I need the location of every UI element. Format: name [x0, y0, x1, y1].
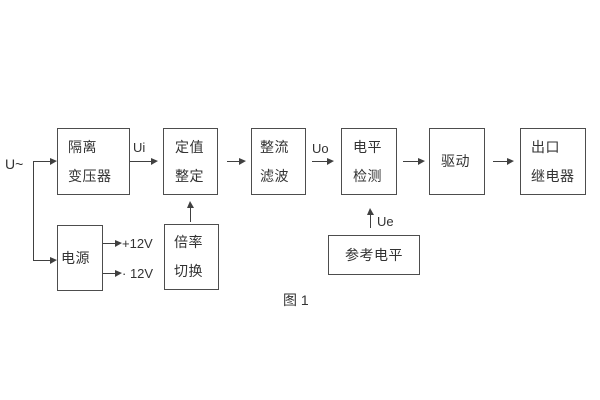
signal-uo-label: Uo	[312, 141, 329, 156]
block-label-line: 继电器	[531, 167, 575, 184]
block-label-line: 倍率	[174, 234, 203, 250]
arrow-setpoint-to-rectifier	[227, 158, 246, 165]
block-label-line: 电源	[61, 249, 90, 266]
arrow-ui	[130, 158, 158, 165]
figure-caption: 图 1	[283, 292, 309, 308]
arrow-minus-12v	[103, 270, 122, 277]
signal-ue-label: Ue	[377, 214, 394, 229]
block-label-line: 整定	[175, 167, 204, 184]
arrow-ue	[367, 208, 374, 228]
block-label-line: 隔离	[68, 138, 97, 155]
arrow-ratio-to-setpoint	[187, 201, 194, 222]
arrow-input-to-power	[33, 257, 57, 264]
block-setpoint-setting: 定值 整定	[163, 128, 218, 195]
block-rectifier-filter: 整流 滤波	[251, 128, 306, 195]
block-level-detector: 电平 检测	[341, 128, 397, 195]
arrow-level-to-driver	[403, 158, 425, 165]
block-label-line: 出口	[531, 138, 560, 155]
arrow-plus-12v	[103, 240, 122, 247]
block-driver: 驱动	[429, 128, 485, 195]
signal-ui-label: Ui	[133, 140, 146, 155]
block-label-line: 电平	[353, 138, 382, 155]
input-branch-line	[33, 161, 34, 261]
plus-12v-label: +12V	[122, 236, 153, 251]
arrow-input-to-transformer	[33, 158, 57, 165]
arrow-uo	[312, 158, 334, 165]
input-voltage-label: U~	[5, 156, 24, 172]
block-label-line: 参考电平	[345, 246, 403, 263]
block-label-line: 切换	[174, 263, 203, 279]
minus-12v-label: · 12V	[122, 266, 154, 281]
arrow-driver-to-relay	[493, 158, 514, 165]
block-label-line: 整流	[260, 138, 289, 155]
block-ratio-switch: 倍率 切换	[164, 224, 219, 290]
block-label-line: 变压器	[68, 167, 112, 184]
block-isolation-transformer: 隔离 变压器	[57, 128, 130, 195]
block-label-line: 检测	[353, 167, 382, 184]
block-label-line: 滤波	[260, 167, 289, 184]
block-power-supply: 电源	[57, 225, 103, 291]
block-label-line: 定值	[175, 138, 204, 155]
block-reference-level: 参考电平	[328, 235, 420, 275]
block-output-relay: 出口 继电器	[520, 128, 586, 195]
block-label-line: 驱动	[441, 153, 470, 169]
